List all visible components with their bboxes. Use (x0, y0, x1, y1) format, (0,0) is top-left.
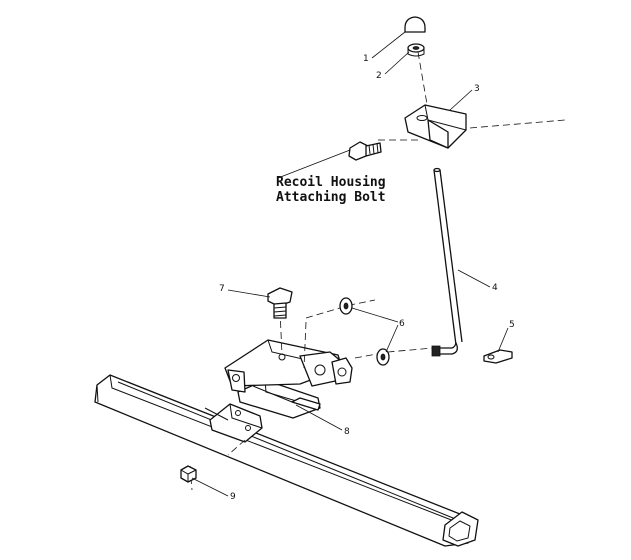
part-7-bolt (267, 287, 293, 319)
callout-5: 5 (509, 320, 515, 330)
tube-clip (204, 403, 263, 443)
callout-6: 6 (399, 319, 405, 329)
part-2-lock-washer (407, 43, 425, 57)
part-1-cap-nut (404, 16, 426, 33)
callout-3: 3 (474, 84, 480, 94)
main-bracket (224, 339, 353, 393)
frame-tube (94, 374, 479, 547)
callout-1: 1 (363, 54, 369, 64)
part-4-rod (431, 167, 463, 357)
callout-7: 7 (219, 284, 225, 294)
callout-2: 2 (376, 71, 382, 81)
caption-line-1: Recoil Housing (276, 175, 386, 190)
callout-8: 8 (344, 427, 350, 437)
part-3-mounting-block (404, 104, 467, 149)
bolt-caption: Recoil Housing Attaching Bolt (276, 175, 386, 205)
part-9-nut (180, 465, 197, 483)
callout-labels: 1 2 3 4 5 6 7 8 9 (219, 54, 515, 502)
recoil-housing-bolt (348, 141, 382, 161)
caption-line-2: Attaching Bolt (276, 190, 386, 205)
callout-4: 4 (492, 283, 498, 293)
leader-lines (191, 31, 509, 497)
callout-9: 9 (230, 492, 236, 502)
part-6-washer-lower (376, 348, 390, 366)
part-6-washer-upper (339, 297, 353, 315)
part-5-clip (483, 349, 513, 364)
